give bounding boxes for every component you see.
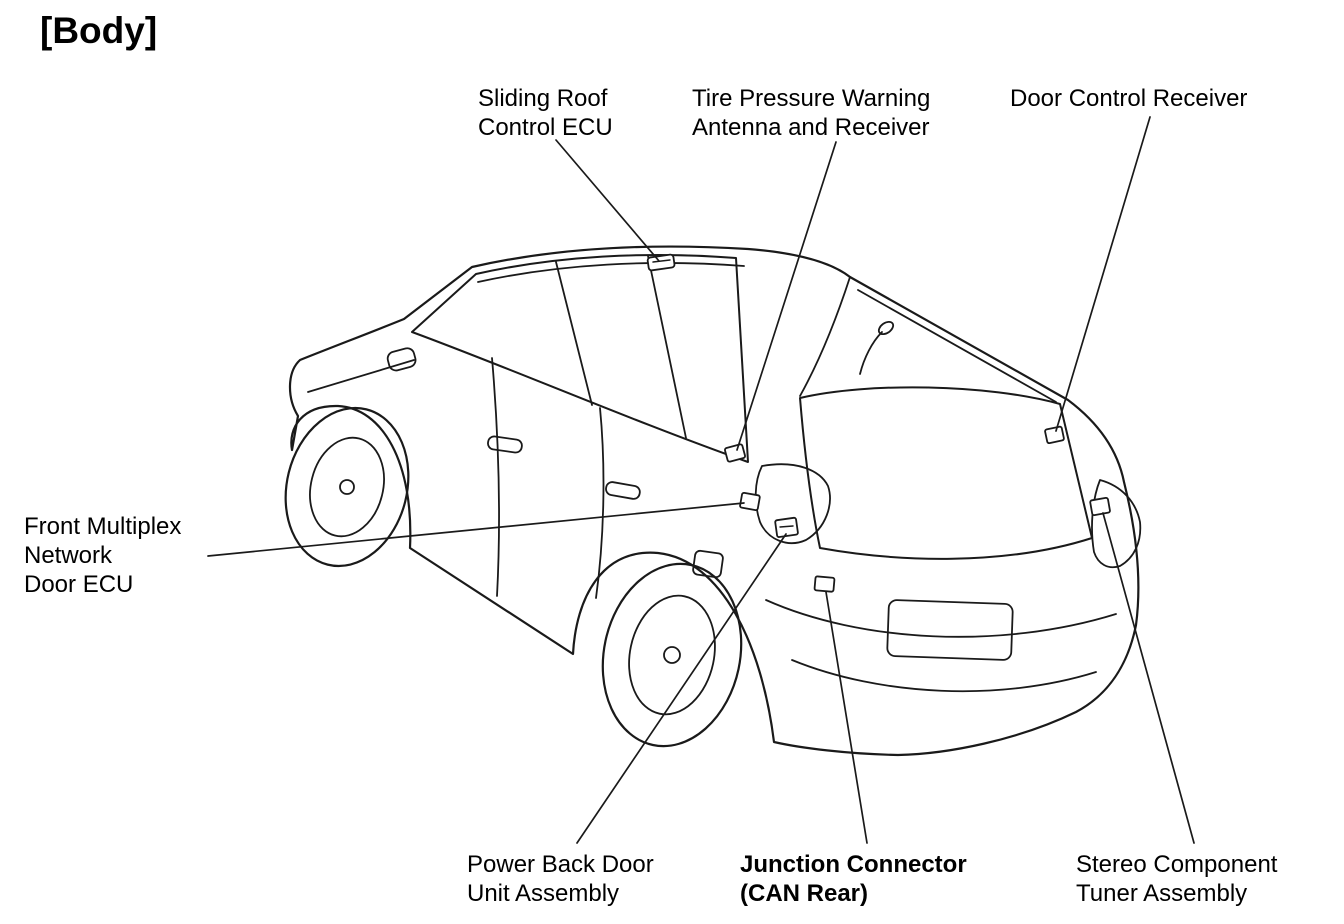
fuel-cap bbox=[692, 550, 723, 578]
label-line: Tuner Assembly bbox=[1076, 880, 1248, 907]
rear-glass bbox=[800, 387, 1092, 558]
label-tire-pressure-warning: Tire Pressure Warning Antenna and Receiv… bbox=[692, 84, 930, 142]
label-line: Junction Connector bbox=[740, 851, 967, 878]
right-taillight bbox=[1092, 480, 1140, 567]
label-front-multiplex-network-door-ecu: Front Multiplex Network Door ECU bbox=[24, 512, 181, 599]
front-rim bbox=[300, 430, 394, 544]
label-line: Power Back Door bbox=[467, 851, 654, 878]
bumper-crease-upper bbox=[766, 600, 1116, 637]
label-line: Antenna and Receiver bbox=[692, 114, 930, 141]
front-hub bbox=[340, 480, 354, 494]
label-line: Sliding Roof bbox=[478, 85, 608, 112]
stereo-tuner-marker bbox=[1090, 498, 1110, 516]
antenna-tip bbox=[877, 319, 896, 336]
label-line: (CAN Rear) bbox=[740, 880, 869, 907]
leader-stereo-component bbox=[1103, 513, 1194, 843]
label-line: Tire Pressure Warning bbox=[692, 85, 931, 112]
sliding-roof-ecu-marker bbox=[647, 254, 675, 270]
label-line: Front Multiplex bbox=[24, 513, 182, 540]
label-stereo-component-tuner: Stereo Component Tuner Assembly bbox=[1076, 850, 1277, 908]
page-title: [Body] bbox=[40, 10, 158, 51]
spoiler-line bbox=[858, 290, 1056, 402]
rear-wheel bbox=[586, 551, 757, 759]
label-junction-connector-can-rear: Junction Connector (CAN Rear) bbox=[740, 850, 967, 908]
junction-connector-can-rear-marker bbox=[814, 576, 834, 592]
label-line: Door ECU bbox=[24, 571, 134, 598]
label-line: Unit Assembly bbox=[467, 880, 620, 907]
b-pillar-line bbox=[556, 262, 592, 405]
leader-door-control bbox=[1056, 117, 1150, 431]
car-body-outline bbox=[290, 247, 1138, 755]
label-line: Network bbox=[24, 542, 113, 569]
label-door-control-receiver: Door Control Receiver bbox=[1010, 84, 1247, 113]
bumper-crease-lower bbox=[792, 660, 1096, 691]
hood-crease bbox=[308, 360, 414, 392]
rear-hub bbox=[664, 647, 680, 663]
d-pillar-edge bbox=[800, 277, 850, 396]
leader-tire-pressure bbox=[737, 142, 836, 450]
license-plate-recess bbox=[887, 600, 1013, 660]
rear-door-seam bbox=[596, 408, 603, 598]
front-door-seam bbox=[492, 358, 499, 596]
tire-pressure-receiver-marker bbox=[724, 444, 745, 462]
label-line: Control ECU bbox=[478, 114, 613, 141]
front-tire bbox=[269, 395, 424, 579]
label-sliding-roof-control-ecu: Sliding Roof Control ECU bbox=[478, 84, 613, 142]
side-glass bbox=[412, 255, 748, 462]
front-wheel bbox=[269, 395, 424, 579]
c-pillar-line bbox=[648, 256, 686, 438]
leader-front-multiplex bbox=[208, 503, 744, 556]
side-mirror bbox=[386, 347, 417, 372]
leader-junction-connector bbox=[826, 592, 867, 843]
leader-sliding-roof bbox=[556, 140, 659, 261]
label-line: Stereo Component bbox=[1076, 851, 1278, 878]
front-door-handle bbox=[487, 436, 522, 454]
front-multiplex-door-ecu-marker bbox=[740, 493, 760, 511]
leader-lines bbox=[208, 117, 1194, 843]
door-control-receiver-marker bbox=[1045, 426, 1065, 443]
car-drawing bbox=[269, 247, 1140, 760]
rear-rim bbox=[618, 588, 725, 723]
component-markers bbox=[647, 254, 1110, 592]
power-back-door-unit-marker bbox=[775, 518, 798, 538]
label-power-back-door-unit: Power Back Door Unit Assembly bbox=[467, 850, 654, 908]
antenna-mast bbox=[860, 332, 882, 374]
leader-power-back-door bbox=[577, 534, 786, 843]
roof-inner-line bbox=[478, 263, 744, 282]
label-line: Door Control Receiver bbox=[1010, 85, 1248, 112]
rear-tire bbox=[586, 551, 757, 759]
rear-door-handle bbox=[605, 481, 641, 500]
